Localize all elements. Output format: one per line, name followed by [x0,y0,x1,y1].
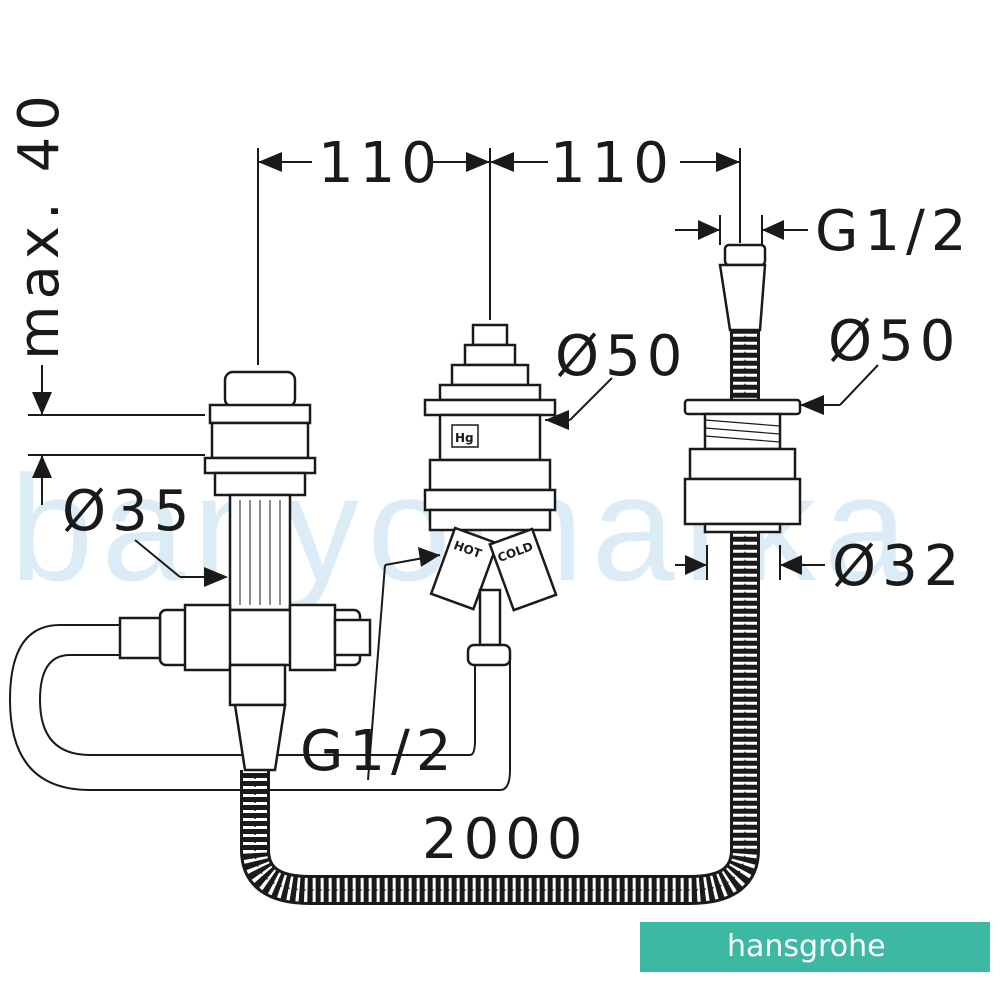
hg-label: Hg [455,431,474,445]
center-mixer-valve: Hg HOT COLD [423,323,558,667]
max-depth-label: max. 40 [7,89,72,360]
right-fitting [683,243,802,534]
spacing-right-label: 110 [550,131,675,196]
spacing-left-label: 110 [318,131,443,196]
thread-top-label: G1/2 [815,199,973,264]
hose-length-label: 2000 [422,807,589,872]
dimension-arrows [32,152,824,587]
left-valve-body [118,370,372,772]
dia-right-label: Ø50 [828,309,961,374]
hose-loop [8,624,511,791]
dia-bottom-label: Ø32 [832,534,965,599]
corrugated-hose [240,330,760,905]
dia-center-label: Ø50 [555,324,688,389]
dia-left-label: Ø35 [62,479,195,544]
thread-center-label: G1/2 [300,719,458,784]
logo-text: hansgrohe [727,929,886,964]
hansgrohe-logo: hansgrohe [640,922,990,972]
